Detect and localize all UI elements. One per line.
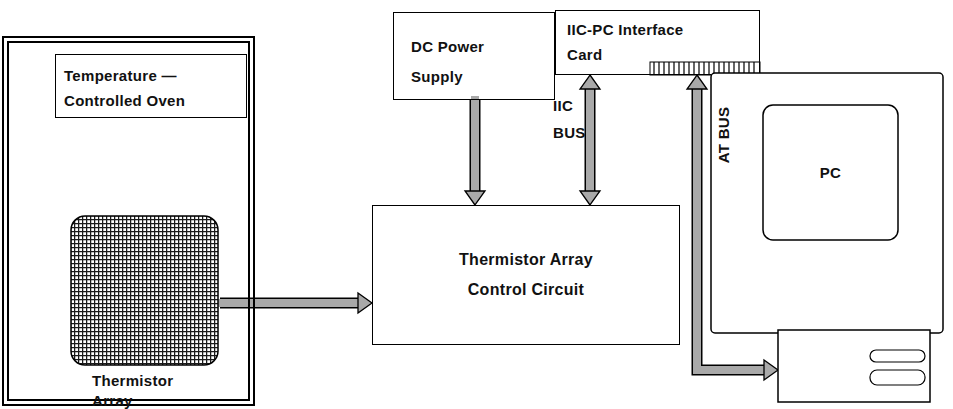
bus-arrow	[580, 75, 600, 205]
thermistor-array: Thermistor Array	[70, 215, 222, 407]
arrow-shaft	[586, 88, 594, 192]
node-label: DC Power Supply	[411, 32, 521, 92]
monitor-screen	[763, 105, 898, 240]
pc-computer: PC	[710, 72, 945, 405]
drive-slot	[870, 350, 925, 362]
arrow-shaft-outline	[585, 88, 596, 192]
thermistor-grid	[70, 215, 220, 367]
computer-illustration	[710, 72, 945, 405]
arrow-head	[687, 75, 707, 89]
arrow-shaft	[220, 299, 359, 307]
system-unit	[778, 330, 930, 402]
control-circuit-box: Thermistor Array Control Circuit	[372, 205, 680, 345]
node-label: IIC-PC Interface Card	[567, 17, 697, 67]
oven-enclosure: Temperature — Controlled OvenThermistor …	[2, 36, 255, 406]
bus-label: IIC BUS	[553, 92, 589, 146]
arrow-shaft-outline	[220, 298, 359, 309]
arrow-head	[465, 191, 485, 205]
arrow-head	[580, 75, 600, 89]
arrow-shaft-outline	[470, 100, 481, 192]
arrow-head	[764, 360, 778, 380]
node-label: Thermistor Array Control Circuit	[441, 245, 611, 305]
monitor-housing	[711, 73, 943, 333]
drive-slot	[870, 370, 925, 385]
interface-card-box: IIC-PC Interface Card	[555, 10, 760, 75]
arrow-head	[580, 191, 600, 205]
power-supply-box: DC Power Supply	[393, 12, 555, 100]
node-label: Thermistor Array	[92, 371, 192, 409]
node-label: PC	[763, 105, 898, 240]
arrow-shaft	[471, 100, 479, 192]
grid-body	[71, 216, 218, 365]
bus-arrow	[220, 293, 372, 313]
label-anchor: IIC BUS	[553, 92, 589, 146]
arrow-head	[358, 293, 372, 313]
bus-arrow	[465, 100, 485, 205]
node-label: Temperature — Controlled Oven	[55, 54, 247, 118]
